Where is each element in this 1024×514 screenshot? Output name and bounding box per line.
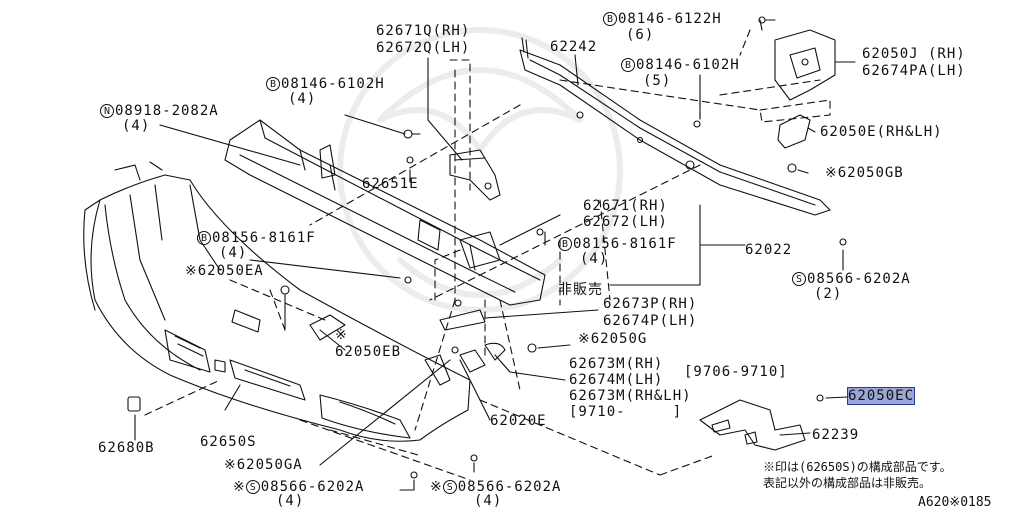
note-not-for-sale: 表記以外の構成部品は非販売。 xyxy=(763,476,932,490)
label-62671q: 62671Q(RH) xyxy=(376,23,471,39)
label-not-for-sale: 非販売 xyxy=(558,282,603,298)
bracket-62671q xyxy=(449,149,501,201)
label-62050eb: 62050EB xyxy=(335,344,402,360)
label-qty-4a: (4) xyxy=(288,91,317,107)
label-62050ga: ※62050GA xyxy=(224,457,303,473)
bumper-fascia-62650s xyxy=(83,161,471,442)
label-62673p: 62673P(RH) xyxy=(603,296,698,312)
diagram-code: A620※0185 xyxy=(918,495,992,510)
bolt-b-symbol: B xyxy=(621,58,635,72)
label-62674p: 62674P(LH) xyxy=(603,313,698,329)
label-62680b: 62680B xyxy=(98,440,155,456)
assembly-lines xyxy=(144,29,831,481)
brackets-62673 xyxy=(424,309,506,386)
part-62050e xyxy=(777,114,811,149)
bracket-62050j xyxy=(774,29,836,101)
label-kome-62050eb: ※ xyxy=(335,327,348,343)
label-62672: 62672(LH) xyxy=(583,214,668,230)
label-62239: 62239 xyxy=(812,427,860,443)
screw-s-symbol: S xyxy=(792,272,806,286)
screw-s-symbol: S xyxy=(245,480,260,494)
label-qty-6: (6) xyxy=(626,27,655,43)
label-qty-4f: (4) xyxy=(474,493,503,509)
label-62672q: 62672Q(LH) xyxy=(376,40,471,56)
label-date-9710: [9710- ] xyxy=(569,404,683,420)
label-62242: 62242 xyxy=(550,39,598,55)
label-62671: 62671(RH) xyxy=(583,198,668,214)
label-62020e: 62020E xyxy=(490,413,547,429)
label-62674pa: 62674PA(LH) xyxy=(862,63,966,79)
label-62673m: 62673M(RH) xyxy=(569,356,664,372)
highlighted-part-number: 62050EC xyxy=(846,387,916,405)
watermark-emblem xyxy=(337,27,623,313)
reinforcement-62022 xyxy=(224,119,546,306)
screw-s-symbol: S xyxy=(442,480,457,494)
bolt-b-symbol: B xyxy=(603,12,617,26)
leader-lines xyxy=(134,19,856,491)
label-qty-4e: (4) xyxy=(276,493,305,509)
label-qty-2: (2) xyxy=(814,286,843,302)
label-qty-4c: (4) xyxy=(219,245,248,261)
label-62050ea: ※62050EA xyxy=(185,263,264,279)
label-62050j: 62050J (RH) xyxy=(862,46,966,62)
label-62673m-rhlh: 62673M(RH&LH) xyxy=(569,388,692,404)
fasteners xyxy=(280,16,847,479)
clip-62680b xyxy=(127,396,141,412)
label-62651e: 62651E xyxy=(362,176,419,192)
label-62050g: ※62050G xyxy=(578,331,648,347)
label-62050gb: ※62050GB xyxy=(825,165,904,181)
label-qty-4b: (4) xyxy=(122,118,151,134)
note-components: ※印は(62650S)の構成部品です。 xyxy=(763,460,952,474)
label-62674m: 62674M(LH) xyxy=(569,372,664,388)
label-qty-5: (5) xyxy=(643,73,672,89)
label-62650s: 62650S xyxy=(200,434,257,450)
nut-n-symbol: N xyxy=(100,104,114,118)
bolt-b-symbol: B xyxy=(197,231,211,245)
bolt-b-symbol: B xyxy=(558,237,572,251)
bolt-b-symbol: B xyxy=(266,77,280,91)
label-qty-4d: (4) xyxy=(580,251,609,267)
bracket-62239 xyxy=(699,399,806,451)
retainer-62242 xyxy=(519,37,831,216)
label-62022: 62022 xyxy=(745,242,793,258)
label-date-9706: [9706-9710] xyxy=(684,364,788,380)
label-62050e: 62050E(RH&LH) xyxy=(820,124,943,140)
label-62050ec: 62050EC xyxy=(846,387,916,405)
